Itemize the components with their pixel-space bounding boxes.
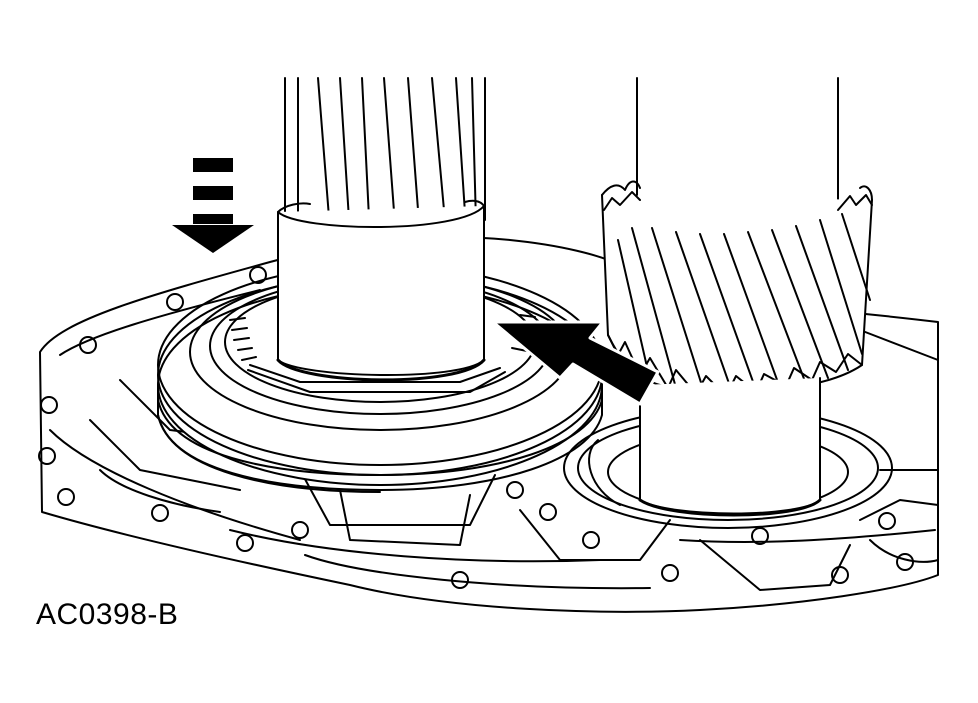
bolt-holes (38, 266, 914, 589)
countershaft (601, 77, 873, 517)
transmission-case (39, 235, 939, 613)
down-arrow-dashed (172, 158, 254, 253)
figure-code-label: AC0398-B (36, 598, 179, 631)
seal-installer-sleeve (276, 199, 486, 382)
pointer-arrow (491, 320, 660, 406)
